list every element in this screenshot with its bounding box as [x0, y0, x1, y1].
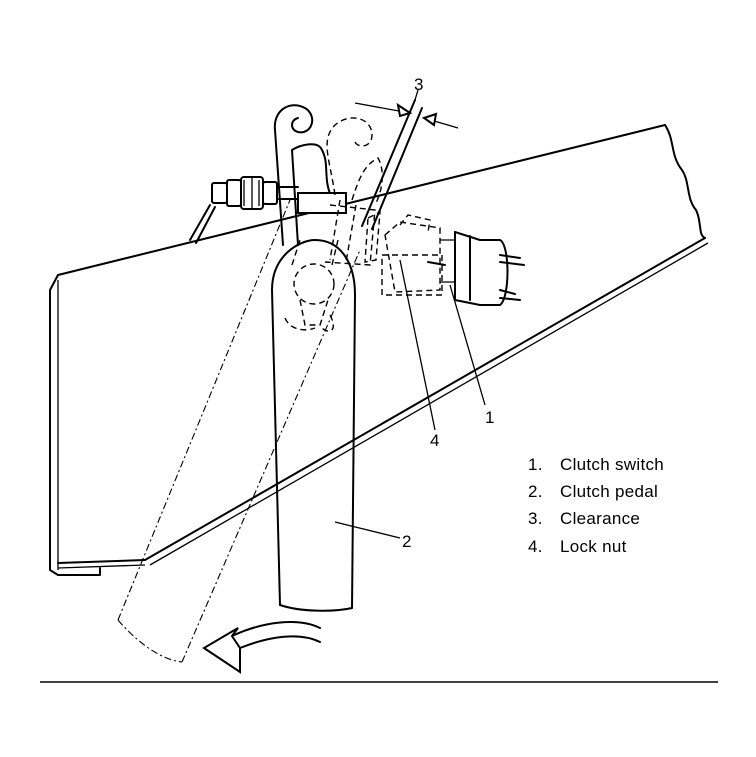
- pedal-hook: [273, 104, 347, 246]
- clutch-pedal: [271, 289, 356, 612]
- legend: 1. Clutch switch 2. Clutch pedal 3. Clea…: [528, 455, 664, 556]
- legend-item-lock-nut: Lock nut: [560, 537, 627, 556]
- callout-1: 1: [485, 408, 494, 427]
- leader-lines: [334, 259, 486, 539]
- legend-item-clutch-switch: Clutch switch: [560, 455, 664, 474]
- legend-num-4: 4.: [528, 537, 543, 556]
- callout-3: 3: [414, 75, 423, 94]
- legend-num-1: 1.: [528, 455, 543, 474]
- callout-4: 4: [430, 431, 439, 450]
- pedal-hook-ghost: [324, 117, 383, 266]
- pedal-pivot: [271, 239, 356, 332]
- clearance-indicator: [354, 89, 459, 230]
- legend-item-clearance: Clearance: [560, 509, 640, 528]
- pedal-arm-ghost: [117, 199, 361, 663]
- callout-2: 2: [402, 532, 411, 551]
- clutch-switch: [329, 199, 525, 306]
- legend-item-clutch-pedal: Clutch pedal: [560, 482, 658, 501]
- pedal-bracket: [49, 124, 709, 576]
- mounting-stud: [189, 176, 299, 244]
- legend-num-3: 3.: [528, 509, 543, 528]
- legend-num-2: 2.: [528, 482, 543, 501]
- curved-arrow-icon: [202, 621, 321, 674]
